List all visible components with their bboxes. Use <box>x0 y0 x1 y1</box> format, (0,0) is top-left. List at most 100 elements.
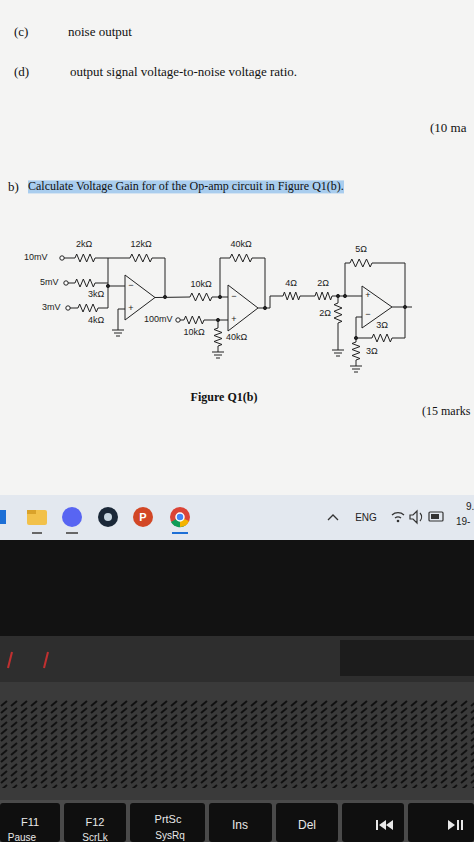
resistor-value: 3kΩ <box>88 290 104 300</box>
input-terminal <box>66 306 70 310</box>
resistor-symbol <box>350 259 372 267</box>
wire <box>118 309 125 330</box>
ground-symbol <box>112 330 124 331</box>
pin-sign: − <box>365 310 370 320</box>
pin-sign: + <box>128 304 133 314</box>
keyboard-key <box>342 803 404 842</box>
question-text: output signal voltage-to-noise voltage r… <box>70 65 297 79</box>
key-label: F11 <box>21 816 39 828</box>
wire <box>258 296 283 308</box>
resistor-value: 3Ω <box>366 347 378 357</box>
key-label: F12 <box>86 816 105 828</box>
ground-symbol <box>334 353 342 354</box>
laptop-hinge <box>0 636 474 682</box>
junction-dot <box>354 336 357 339</box>
wire <box>356 338 372 339</box>
wire <box>155 297 190 299</box>
key-label: Ins <box>232 819 248 832</box>
ground-symbol <box>350 366 362 367</box>
wire <box>95 283 108 284</box>
resistor-value: 2Ω <box>317 279 329 289</box>
taskbar <box>0 495 474 540</box>
language-indicator: ENG <box>355 512 377 523</box>
ground-symbol <box>354 372 358 373</box>
hinge-mark <box>44 652 48 668</box>
resistor-value: 3Ω <box>376 321 388 331</box>
wire <box>300 296 315 297</box>
wire <box>392 307 412 308</box>
resistor-value: 40kΩ <box>230 240 251 250</box>
resistor-value: 40kΩ <box>226 333 247 343</box>
key-label: ScrLk <box>82 832 108 842</box>
junction-dot <box>216 318 219 321</box>
resistor-symbol <box>75 254 95 262</box>
pin-sign: − <box>231 292 236 302</box>
input-voltage: 3mV <box>42 303 61 313</box>
app-icon-letter: P <box>139 511 146 523</box>
wire <box>98 308 108 309</box>
keyboard-deck <box>0 682 474 800</box>
ground-symbol <box>212 352 224 353</box>
input-voltage: 5mV <box>40 278 59 288</box>
question-text: Calculate Voltage Gain for of the Op-amp… <box>28 180 344 193</box>
wire <box>152 258 165 297</box>
ground-symbol <box>116 336 120 337</box>
resistor-symbol <box>214 328 222 346</box>
item-letter: b) <box>8 180 19 194</box>
wire <box>108 258 109 308</box>
wire <box>338 323 339 350</box>
wire <box>108 258 130 259</box>
ground-symbol <box>216 358 220 359</box>
hinge-block <box>340 640 474 676</box>
ground-symbol <box>336 356 340 357</box>
marks-note: (15 marks <box>422 405 470 418</box>
taskbar-icons <box>0 507 443 534</box>
resistor-symbol <box>283 292 300 300</box>
ground-symbol <box>214 355 222 356</box>
resistor-value: 10kΩ <box>190 280 211 290</box>
junction-dot <box>336 294 339 297</box>
input-terminal <box>176 318 180 322</box>
resistor-value: 4kΩ <box>88 316 104 326</box>
junction-dot <box>163 295 166 298</box>
keyboard-key <box>64 803 126 842</box>
junction-dot <box>263 306 266 309</box>
keyboard-key <box>408 803 474 842</box>
op-amp-circuit <box>60 254 412 372</box>
figure-caption: Figure Q1(b) <box>191 391 258 404</box>
media-icons <box>376 820 463 830</box>
wire <box>68 283 75 284</box>
paper-page <box>0 0 474 495</box>
keyboard-key <box>0 803 60 842</box>
junction-dot <box>218 295 221 298</box>
resistor-symbol <box>315 292 332 300</box>
wire <box>95 258 108 259</box>
resistor-value: 10kΩ <box>183 328 204 338</box>
wire <box>372 263 405 307</box>
keyboard-key <box>130 803 205 842</box>
resistor-symbol <box>190 293 212 301</box>
ground-symbol <box>352 369 360 370</box>
wire <box>108 286 125 287</box>
junction-dot <box>106 284 109 287</box>
wire <box>220 258 230 297</box>
pin-sign: − <box>128 281 133 291</box>
op-amp-symbol <box>125 275 155 320</box>
input-voltage: 10mV <box>24 253 48 263</box>
input-terminal <box>60 256 64 260</box>
hinge-mark <box>8 652 12 668</box>
pin-sign: + <box>231 315 236 325</box>
wire <box>70 308 78 309</box>
wire <box>218 346 219 352</box>
input-terminal <box>64 281 68 285</box>
pin-sign: + <box>365 291 370 301</box>
key-label: Pause <box>8 832 36 842</box>
key-label: PrtSc <box>155 813 182 825</box>
resistor-symbol <box>334 303 342 323</box>
wire <box>180 320 184 321</box>
ground-symbol <box>332 350 344 351</box>
resistor-value: 2kΩ <box>76 240 92 250</box>
resistor-symbol <box>130 254 152 262</box>
resistor-symbol <box>372 334 392 342</box>
marks-note: (10 ma <box>430 121 466 135</box>
